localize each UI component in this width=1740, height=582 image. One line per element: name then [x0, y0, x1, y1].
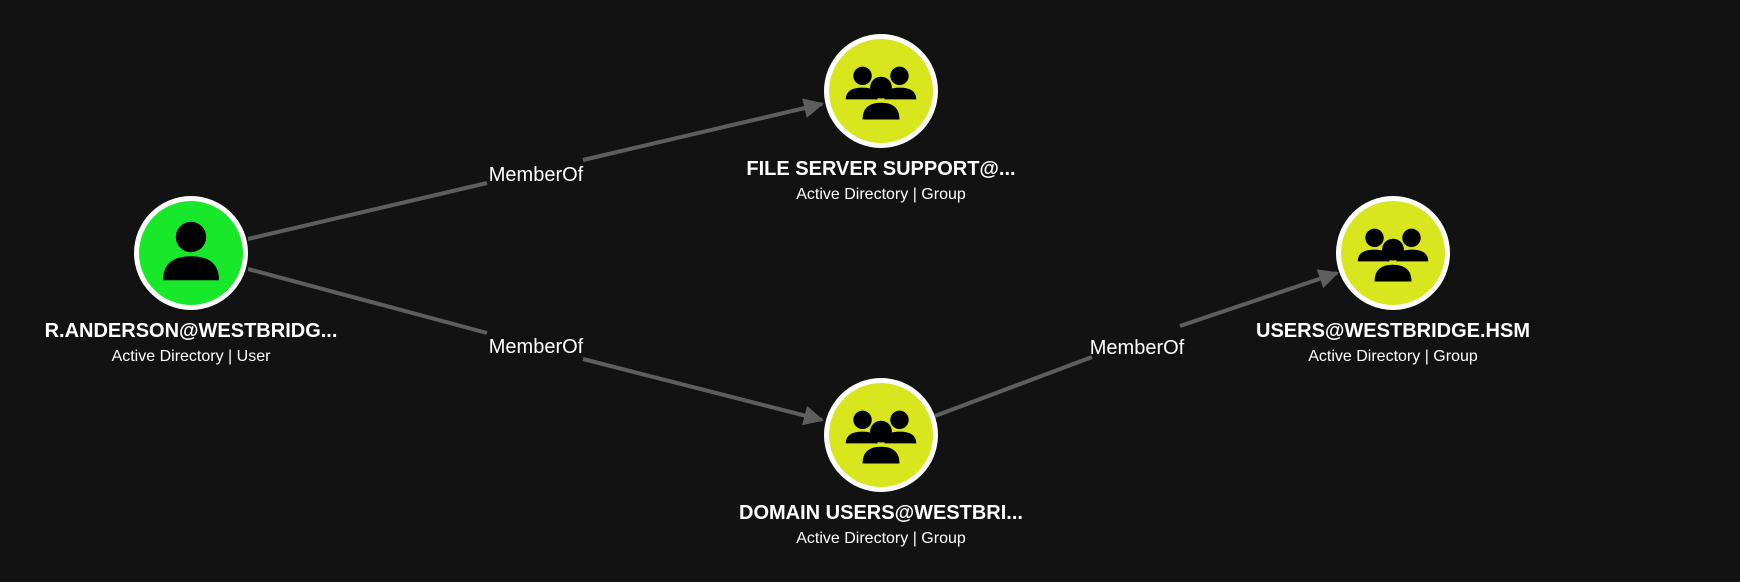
node-group-file-server-support[interactable]: FILE SERVER SUPPORT@... Active Directory…: [746, 34, 1016, 203]
edge-user-to-file-server-support[interactable]: MemberOf: [247, 98, 824, 241]
edge-line[interactable]: [582, 357, 824, 426]
edge-label[interactable]: MemberOf: [1090, 337, 1185, 359]
node-user-r-anderson[interactable]: R.ANDERSON@WESTBRIDG... Active Directory…: [45, 196, 338, 365]
node-title[interactable]: DOMAIN USERS@WESTBRI...: [739, 502, 1023, 524]
node-circle[interactable]: [139, 201, 243, 305]
node-group-users[interactable]: USERS@WESTBRIDGE.HSM Active Directory | …: [1256, 196, 1530, 365]
node-group-domain-users[interactable]: DOMAIN USERS@WESTBRI... Active Directory…: [739, 378, 1023, 547]
edge-domain-users-to-users[interactable]: MemberOf: [934, 269, 1339, 418]
node-title[interactable]: FILE SERVER SUPPORT@...: [746, 158, 1015, 180]
edge-user-to-domain-users[interactable]: MemberOf: [247, 267, 824, 426]
edge-label[interactable]: MemberOf: [489, 336, 584, 358]
edge-label[interactable]: MemberOf: [489, 164, 584, 186]
node-title[interactable]: R.ANDERSON@WESTBRIDG...: [45, 320, 338, 342]
node-title[interactable]: USERS@WESTBRIDGE.HSM: [1256, 320, 1530, 342]
node-subtitle: Active Directory | User: [112, 348, 272, 365]
edge-line[interactable]: [934, 355, 1093, 418]
node-subtitle: Active Directory | Group: [796, 186, 966, 203]
edge-line[interactable]: [1179, 269, 1339, 328]
edge-line[interactable]: [582, 98, 824, 162]
node-subtitle: Active Directory | Group: [1308, 348, 1478, 365]
edge-line[interactable]: [247, 267, 488, 335]
node-subtitle: Active Directory | Group: [796, 530, 966, 547]
edge-line[interactable]: [247, 181, 488, 241]
